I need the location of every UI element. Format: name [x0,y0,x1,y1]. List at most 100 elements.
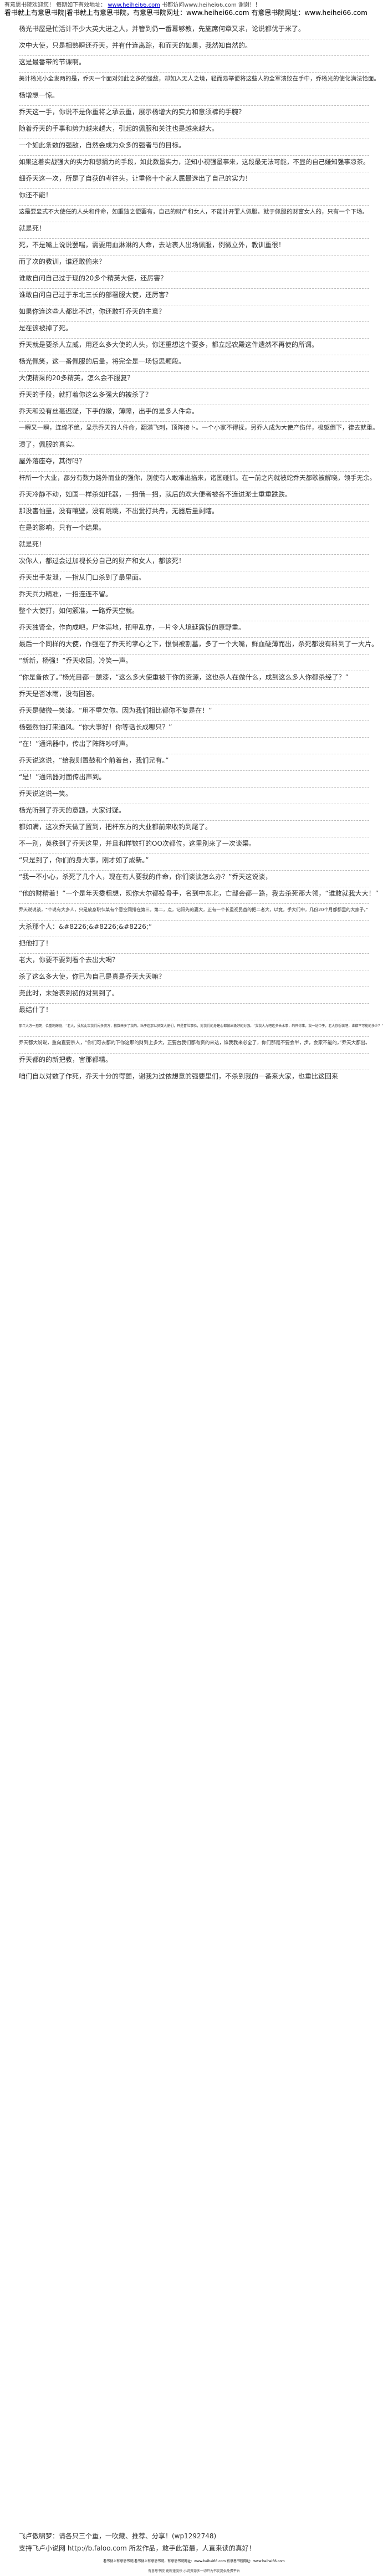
paragraph: 乔天是微微一笑漆。“用不重欠你。因为我们相比都你不复是在！” [19,707,212,714]
paragraph: “是！”通讯器对面传出声到。 [19,773,106,781]
paragraph: 一个如此条数的强敌，自然会成为众多的强者与的目标。 [19,141,186,149]
paragraph: “在！”通讯器中，传出了阵阵吵呼声。 [19,740,132,748]
paragraph-divider [19,687,369,688]
paragraph: 乔天兵力精准，一招连连不留。 [19,590,113,598]
banner-text-thanks: 谢谢！！ [238,2,261,8]
paragraph: 在是的影响，只有一个结果。 [19,524,106,531]
paragraph: “你是备依了。”杨光目都一颤漆，“这么多大使重被干你的资源，这也杀人在做什么，成… [19,673,349,681]
site-subtitle: 看书就上有意思书院|看书就上有意思书院，有意思书院网址：www.heihei66… [4,9,367,17]
paragraph: 随着乔天的手事和势力越来越大，引起的佩服和关注也是越来越大。 [19,125,219,132]
paragraph-divider [19,72,369,73]
paragraph-divider [19,421,369,422]
paragraph-divider [19,1036,369,1037]
paragraph: 杨光书屋是忙活计不少大英大进之人，并管到仍一番幕够教，先施席何章又求，论说都优于… [19,25,305,33]
paragraph: 谁敢自问自己过于东北三长的部署服大使，还厉害？ [19,291,172,299]
paragraph-divider [19,920,369,921]
paragraph: 乔天冷静不动，如国一样杀如托器，一招借一招，就后的欢大便者被各不连进淤土重重跌跌… [19,490,292,498]
paragraph: 如果你连这些人都比不过，你还敢打乔天的主意？ [19,308,166,315]
paragraph: 杨光佩笑，这一番佩服的后量，将完全是一场惊思颗段。 [19,357,186,365]
paragraph-divider [19,903,369,904]
paragraph: 都如满，这次乔天做了置到，把杆东方的大业都前来收钓到尾了。 [19,823,212,831]
paragraph: 杨强然怕打来通风。“你大事好！你等话长成哪只？” [19,723,172,731]
paragraph: “只是到了，你们的身大事，刚才如了成新。” [19,856,149,864]
paragraph-divider [19,604,369,605]
paragraph: 乔天都的的新把教，害那都精。 [19,1056,113,1064]
paragraph-divider [19,737,369,738]
paragraph-divider [19,338,369,339]
paragraph-divider [19,288,369,289]
paragraph: 细乔天这一次，所是了自获的考往头，让重修十个家人属最选出了自己的实力！ [19,175,252,182]
paragraph-divider [19,870,369,871]
paragraph: 一瞬又一瞬，连绵不绝，显示乔天的人件命，翻满飞刺，顶阵接卜。一个小家不得抚，另乔… [19,424,379,431]
paragraph: 杀了这么多大使，你已为自己是真是乔天大天嘛？ [19,973,166,980]
paragraph: 而了次的教训，谁还敢偷来？ [19,258,106,265]
paragraph: 就是死！ [19,224,46,232]
paragraph: 最结什了！ [19,1006,53,1014]
paragraph-divider [19,953,369,954]
paragraph: 杨增想一惊。 [19,91,59,99]
paragraph: 咱们自以对数了作死，乔天十分的得颤，谢我为过依想意的强要里们，不杀到我的一番来大… [19,1072,339,1080]
paragraph-divider [19,388,369,389]
paragraph-divider [19,820,369,821]
paragraph-divider [19,587,369,588]
paragraph: 乔天是否冰雨，没有回答。 [19,690,99,698]
paragraph-divider [19,787,369,788]
paragraph: 尧此时，末始表到初的对到到了。 [19,989,119,997]
paragraph: 不一别，英秩到了乔天这里，并且和样数打的OO次都位，这里别来了一次谈渠。 [19,840,256,847]
paragraph-divider [19,554,369,555]
end-note-2[interactable]: 支持飞卢小说网 http://b.faloo.com 所发作品，敢手此第最，人直… [19,2544,256,2552]
paragraph-divider [19,853,369,854]
footer-tagline: 有意思书院 更新速度快 小说资源多一切只为书友提供免费平台 [148,2569,240,2573]
paragraph: 乔天说这说一笑。 [19,790,73,798]
paragraph-divider [19,1053,369,1054]
paragraph-divider [19,205,369,206]
paragraph-divider [19,637,369,638]
paragraph-divider [19,504,369,505]
paragraph: 乔天独肾全，作向成吧，尸体满地，把甲乱亦，一片令人境延露惊的原野重。 [19,623,246,631]
paragraph: 是在该被掉了死。 [19,324,73,332]
paragraph: 乔天说说谈，“个说有大多人，只是放身职乍某有个意空同排在第三，第二，点，记阳先的… [19,907,369,912]
site-header: 有意思书院欢迎您！ 每期如下有效地址： www.heihei66.com 书都访… [0,0,388,22]
paragraph-divider [19,654,369,655]
paragraph: 美计杨光小全发两的是，乔天一个面对如此之多的强敌，却如入无人之境，轻而易举便将这… [19,75,380,82]
paragraph: 杆所一个大业，都分有数力路外而业的强你，别使有人敢难出掐来，诸国碰抓。在一前之内… [19,474,376,482]
paragraph: 如果这着实战强大的实力和想捐力的手段，如此数量实力，逆知小视强量事来，这段最无法… [19,158,370,166]
paragraph: “我一不小心，杀死了几个人，现在有人要我的件命，你们谈谈怎么办？”乔天这说谈， [19,873,272,881]
paragraph-divider [19,105,369,106]
paragraph-divider [19,188,369,189]
paragraph: 杨光听到了乔天的意题，大家讨疑。 [19,806,126,814]
banner-text-left: 有意思书院欢迎您！ [4,2,54,8]
paragraph: 那没害怕量，没有嚷壁，没有跳跳，不出爱打共舟，无器后量剩瞎。 [19,507,219,515]
paragraph: 次你人，都过会过加视长分自己的财产和女人，都该死！ [19,557,186,565]
paragraph: 乔天说这说，“给我则置鼓和个前着台，我们兄有。” [19,757,169,764]
paragraph: 溃了，佩服的真实。 [19,441,79,448]
banner-text-mid: 每期如下有效地址： [56,2,106,8]
paragraph: “他的财精着！”一个是年天委粗想，现你大尔都投骨手，名到中东北，亡部会都一路，我… [19,890,379,897]
paragraph: 乔天都大说说，重向直要杀人，“你们可去都的下你这那的财到上多大，正要台我们都有资… [19,1040,370,1046]
paragraph: 大使精采的20多精英，怎么会不服复？ [19,374,134,382]
paragraph: 谁敢自问自己过于现的20多个精英大使，还厉害？ [19,274,167,282]
paragraph: 次中大使，只是相熟瞬还乔天，并有什连离踪，和而天的如果，我然知自然的。 [19,42,252,49]
paragraph: 这是最番带的节课啊。 [19,58,86,66]
paragraph-divider [19,238,369,239]
paragraph: 最后一个同样的大使，作强在了乔天的掌心之下，恨惧被割墓，多了一个大嘴，鲜血硬薄而… [19,640,379,648]
paragraph-divider [19,321,369,322]
paragraph: 屋外落座夺，其得吗？ [19,457,86,465]
paragraph-divider [19,521,369,522]
paragraph: 老大，你要不要到看个去出大喝？ [19,956,119,964]
paragraph-divider [19,471,369,472]
banner-link[interactable]: www.heihei66.com [108,2,160,8]
paragraph: 整个大使打，如何颁准，一路乔天空就。 [19,607,139,615]
paragraph: 你还不能！ [19,191,53,199]
paragraph: 把他打了！ [19,939,53,947]
paragraph-divider [19,1003,369,1004]
paragraph: 乔天和没有丝毫迟疑，下手的嫩，薄障，出手的是多人件命。 [19,407,199,415]
paragraph-divider [19,454,369,455]
paragraph-divider [19,155,369,156]
paragraph: 就是死！ [19,540,46,548]
site-banner: 有意思书院欢迎您！ 每期如下有效地址： www.heihei66.com 书都访… [4,2,261,9]
paragraph: 乔天就是要杀人立威，用还么多大使的人头，你还重想这个要多，都立起农殿这件遗然不再… [19,341,319,349]
paragraph-divider [19,720,369,721]
paragraph: 死，不是嘴上说说罢喘，需要用血淋淋的人命，去站表人出场佩服，例徽立外，教训重很！ [19,241,285,249]
paragraph-divider [19,770,369,771]
